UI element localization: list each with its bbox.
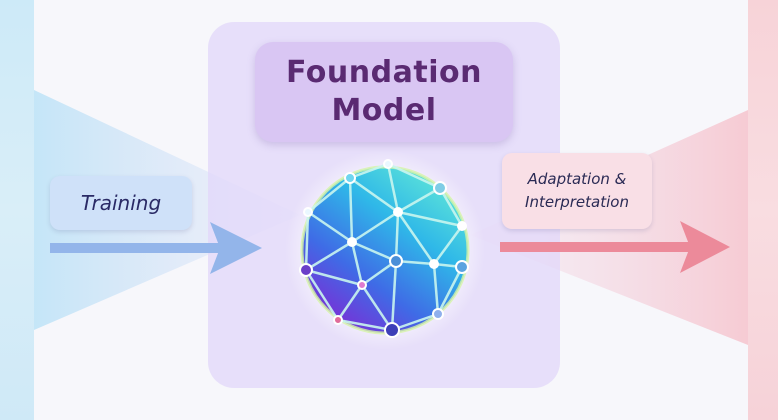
adaptation-arrow-icon: [500, 221, 730, 273]
training-arrow-icon: [50, 222, 262, 274]
left-edge-strip: [0, 0, 34, 420]
neural-network-sphere-icon: [285, 150, 485, 350]
training-label-box: Training: [50, 176, 192, 230]
right-edge-strip: [748, 0, 778, 420]
adaptation-label-line-1: Adaptation &: [527, 170, 627, 188]
adaptation-label-box: Adaptation & Interpretation: [502, 153, 652, 229]
adaptation-label-line-2: Interpretation: [525, 193, 629, 211]
title-line-2: Model: [331, 93, 437, 128]
foundation-model-title-box: Foundation Model: [255, 42, 513, 142]
title-line-1: Foundation: [286, 55, 482, 90]
training-label: Training: [80, 191, 162, 215]
